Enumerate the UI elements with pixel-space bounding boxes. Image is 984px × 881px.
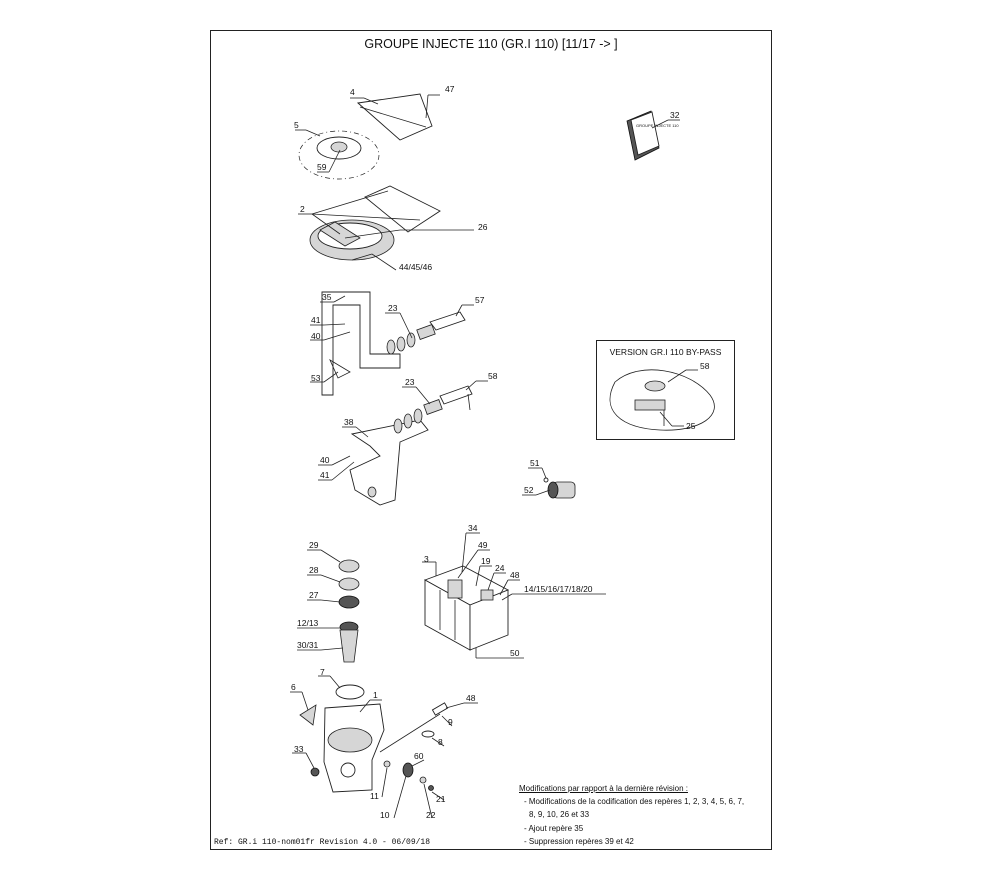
callout-12-13: 12/13 bbox=[297, 618, 319, 628]
callout-22: 22 bbox=[426, 810, 436, 820]
part-lid-plate bbox=[356, 93, 433, 141]
callout-33: 33 bbox=[294, 744, 304, 754]
callout-27: 27 bbox=[309, 590, 319, 600]
callout-41-mid: 41 bbox=[320, 470, 330, 480]
callout-32: 32 bbox=[670, 110, 680, 120]
revision-notes: Modifications par rapport à la dernière … bbox=[519, 782, 744, 848]
callout-30-31: 30/31 bbox=[297, 640, 319, 650]
callout-50: 50 bbox=[510, 648, 520, 658]
callout-47: 47 bbox=[445, 84, 455, 94]
callout-6: 6 bbox=[291, 682, 296, 692]
callout-10: 10 bbox=[380, 810, 390, 820]
callout-24: 24 bbox=[495, 563, 505, 573]
callout-40-top: 40 bbox=[311, 331, 321, 341]
callout-14-20: 14/15/16/17/18/20 bbox=[524, 584, 593, 594]
callout-2: 2 bbox=[300, 204, 305, 214]
variant-title: VERSION GR.I 110 BY-PASS bbox=[609, 347, 722, 357]
callout-11: 11 bbox=[370, 791, 379, 801]
callout-1: 1 bbox=[373, 690, 378, 700]
drawing-sheet: GROUPE INJECTE 110 (GR.I 110) [11/17 -> … bbox=[210, 30, 772, 850]
callout-5: 5 bbox=[294, 120, 299, 130]
callout-59: 59 bbox=[317, 162, 327, 172]
notes-item: - Ajout repère 35 bbox=[524, 823, 584, 833]
callout-48-hose: 48 bbox=[466, 693, 476, 703]
variant-callout-58: 58 bbox=[700, 361, 710, 371]
callout-8: 8 bbox=[438, 737, 443, 747]
callout-51: 51 bbox=[530, 458, 540, 468]
callout-60: 60 bbox=[414, 751, 424, 761]
part-housing-box bbox=[423, 565, 510, 651]
callout-44-45-46: 44/45/46 bbox=[399, 262, 432, 272]
callout-48-box: 48 bbox=[510, 570, 520, 580]
callout-28: 28 bbox=[309, 565, 319, 575]
callout-34: 34 bbox=[468, 523, 478, 533]
callout-labels: 4 47 5 59 32 2 26 44/45/46 35 23 57 41 4… bbox=[291, 84, 710, 820]
callout-21: 21 bbox=[436, 794, 446, 804]
callout-41-top: 41 bbox=[311, 315, 321, 325]
part-drain-fittings bbox=[379, 702, 449, 791]
callout-3: 3 bbox=[424, 554, 429, 564]
part-filter-stack bbox=[338, 559, 360, 663]
callout-9: 9 bbox=[448, 717, 453, 727]
part-tank-cover bbox=[309, 185, 441, 261]
callout-53: 53 bbox=[311, 373, 321, 383]
callout-7: 7 bbox=[320, 667, 325, 677]
variant-callout-25: 25 bbox=[686, 421, 696, 431]
part-gasket bbox=[298, 130, 380, 180]
part-manual-booklet: GROUPE INJECTE 110 bbox=[626, 110, 679, 161]
callout-52: 52 bbox=[524, 485, 534, 495]
part-bypass-frame bbox=[321, 291, 466, 396]
notes-heading: Modifications par rapport à la dernière … bbox=[519, 784, 688, 793]
part-pump-motor bbox=[543, 477, 576, 499]
notes-item: 8, 9, 10, 26 et 33 bbox=[529, 810, 590, 820]
callout-4: 4 bbox=[350, 87, 355, 97]
bypass-variant-box: VERSION GR.I 110 BY-PASS bbox=[596, 340, 735, 440]
notes-item: - Modifications de la codification des r… bbox=[524, 797, 745, 807]
callout-49: 49 bbox=[478, 540, 488, 550]
callout-57: 57 bbox=[475, 295, 485, 305]
part-bypass-sketch bbox=[609, 369, 715, 431]
callout-23-mid: 23 bbox=[405, 377, 415, 387]
drawing-title: GROUPE INJECTE 110 (GR.I 110) [11/17 -> … bbox=[364, 37, 618, 51]
callout-40-mid: 40 bbox=[320, 455, 330, 465]
document-reference: Ref: GR.i 110-nom01fr Revision 4.0 - 06/… bbox=[214, 838, 431, 847]
notes-item: - Suppression repères 39 et 42 bbox=[524, 836, 634, 846]
callout-58: 58 bbox=[488, 371, 498, 381]
callout-38: 38 bbox=[344, 417, 354, 427]
callout-35: 35 bbox=[322, 292, 332, 302]
callout-29: 29 bbox=[309, 540, 319, 550]
callout-19: 19 bbox=[481, 556, 491, 566]
leader-lines bbox=[290, 94, 698, 819]
part-injection-arm bbox=[349, 385, 473, 506]
callout-23-top: 23 bbox=[388, 303, 398, 313]
part-main-body bbox=[299, 684, 385, 793]
callout-26: 26 bbox=[478, 222, 488, 232]
notes-list: - Modifications de la codification des r… bbox=[519, 795, 744, 848]
